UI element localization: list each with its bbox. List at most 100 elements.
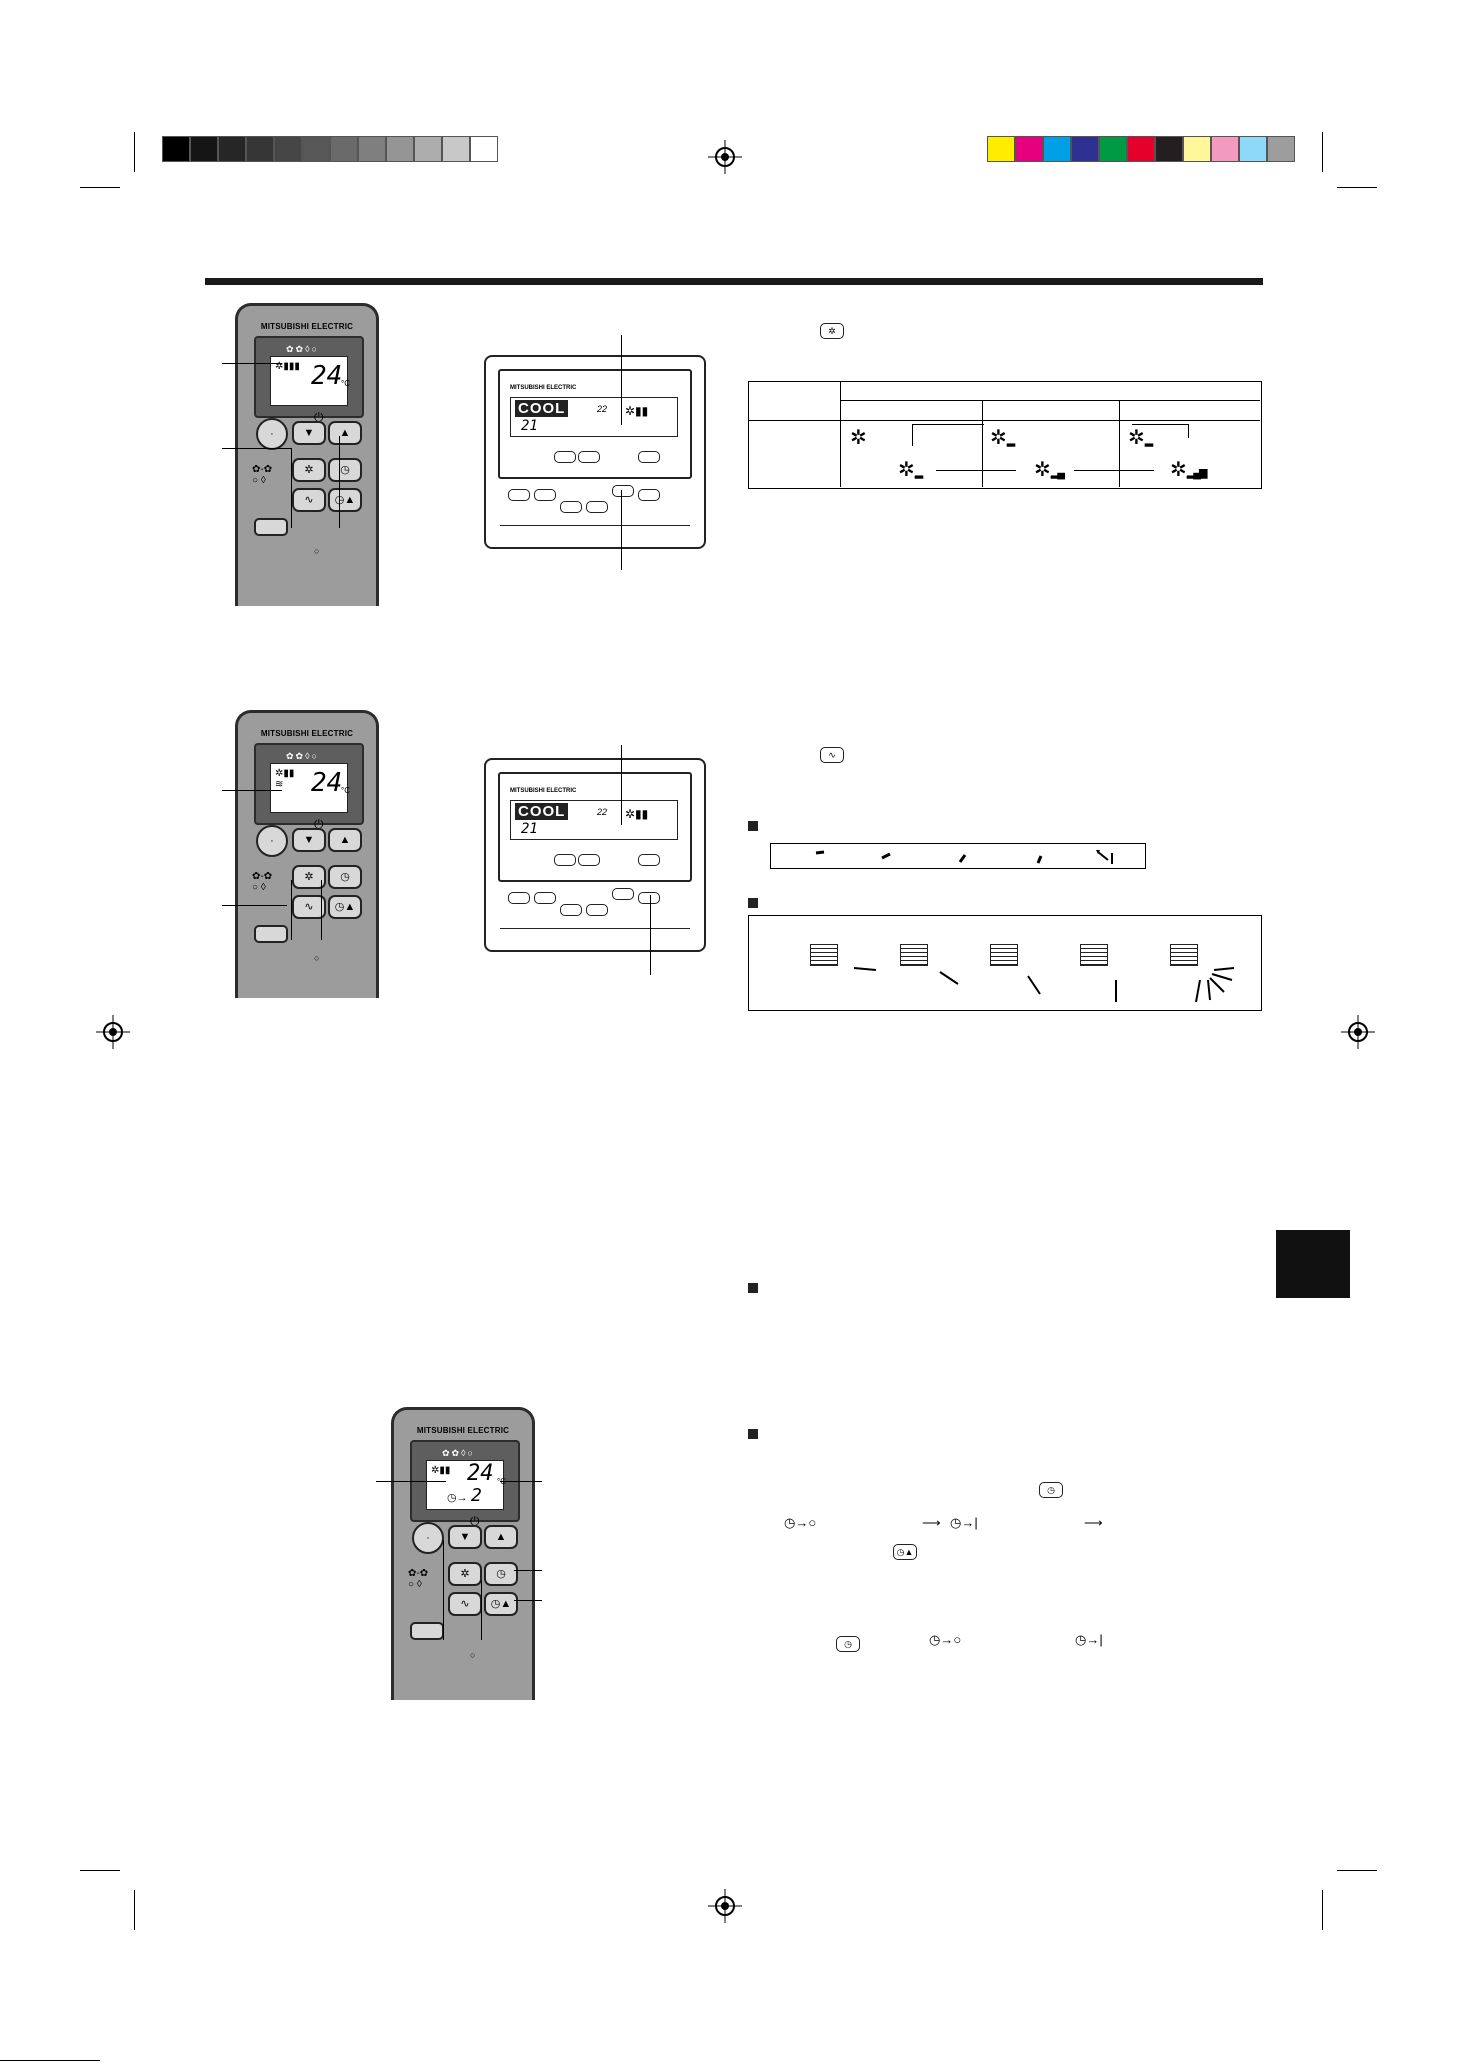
callout-line: [621, 335, 622, 425]
callout-line: [621, 490, 622, 570]
gray-swatch: [218, 136, 246, 162]
timer-button[interactable]: ◷: [484, 1562, 518, 1586]
brand-label: MITSUBISHI ELECTRIC: [260, 729, 354, 738]
vane-button[interactable]: [638, 489, 660, 501]
vane-icon: [990, 944, 1018, 966]
temp-down-button[interactable]: [554, 451, 576, 463]
vane-icon: [900, 944, 928, 966]
on-off-button[interactable]: [638, 854, 660, 866]
reset-button[interactable]: [254, 518, 288, 536]
mode-button[interactable]: [508, 892, 530, 904]
controller-face: MITSUBISHI ELECTRIC COOL 21 22 ✲▮▮: [498, 369, 692, 479]
vane-button[interactable]: ∿: [448, 1592, 482, 1616]
temp-down-button[interactable]: ▼: [292, 421, 326, 445]
table-line: [982, 400, 983, 487]
timer-button[interactable]: ◷: [328, 458, 362, 482]
mode-button[interactable]: [508, 489, 530, 501]
temp-down-button[interactable]: ▼: [448, 1525, 482, 1549]
temp-up-button[interactable]: ▲: [328, 828, 362, 852]
callout-line: [376, 1481, 446, 1482]
fan-button[interactable]: ✲: [448, 1562, 482, 1586]
mode-button[interactable]: ·: [256, 418, 288, 450]
callout-line: [222, 448, 292, 449]
reset-button[interactable]: [254, 925, 288, 943]
indicator-dot: ○: [314, 546, 320, 556]
power-icon: ⏻: [470, 1514, 480, 1528]
reset-button[interactable]: [410, 1622, 444, 1640]
color-swatch: [1099, 136, 1127, 162]
crop-mark: [134, 1890, 135, 1930]
temp-down-button[interactable]: [554, 854, 576, 866]
callout-line: [222, 363, 282, 364]
lower-buttons: [508, 886, 688, 926]
page-edge: [0, 2060, 100, 2061]
mode-button[interactable]: ·: [412, 1522, 444, 1554]
timer-button[interactable]: [534, 892, 556, 904]
callout-line: [222, 905, 287, 906]
wired-controller-vane: MITSUBISHI ELECTRIC COOL 21 22 ✲▮▮: [484, 758, 706, 952]
up-button[interactable]: [586, 501, 608, 513]
brand-label: MITSUBISHI ELECTRIC: [260, 322, 354, 331]
fan-mid-icon: ✲▂▄: [1034, 459, 1065, 481]
vane-button-icon: ∿: [820, 747, 844, 763]
arrow-right-icon: ⟶: [1084, 1515, 1103, 1530]
callout-line: [481, 1580, 482, 1640]
fan-button[interactable]: ✲: [292, 865, 326, 889]
callout-line: [514, 1570, 542, 1571]
temp-up-button[interactable]: ▲: [484, 1525, 518, 1549]
gray-swatch: [302, 136, 330, 162]
vane-button[interactable]: ∿: [292, 488, 326, 512]
mode-button[interactable]: ·: [256, 825, 288, 857]
section-bullet: [748, 821, 758, 831]
up-button[interactable]: [586, 904, 608, 916]
temp-up-button[interactable]: [578, 854, 600, 866]
down-button[interactable]: [560, 904, 582, 916]
mode-icons: ✿✿◊○: [442, 1448, 475, 1458]
on-off-button[interactable]: [638, 451, 660, 463]
timer-off-sequence-icon: ◷→○: [929, 1632, 962, 1647]
color-swatch: [1239, 136, 1267, 162]
gray-swatch: [330, 136, 358, 162]
operation-mode-icons: ✿-✿○ ◊: [408, 1568, 429, 1590]
timer-button-icon: ◷: [1039, 1482, 1063, 1498]
brand-label: MITSUBISHI ELECTRIC: [510, 788, 577, 794]
timer-up-button[interactable]: ◷▲: [484, 1592, 518, 1616]
vane-button[interactable]: ∿: [292, 895, 326, 919]
down-button[interactable]: [560, 501, 582, 513]
registration-mark-icon: [96, 1015, 130, 1049]
callout-line: [500, 1481, 542, 1482]
gray-swatch: [414, 136, 442, 162]
fan-button[interactable]: ✲: [292, 458, 326, 482]
vane-button[interactable]: [638, 892, 660, 904]
cycle-line: [912, 424, 984, 425]
power-icon: ⏻: [314, 410, 324, 424]
power-icon: ⏻: [314, 817, 324, 831]
temp-up-button[interactable]: [578, 451, 600, 463]
timer-up-button[interactable]: ◷▲: [328, 895, 362, 919]
callout-line: [650, 895, 651, 975]
gray-swatch: [274, 136, 302, 162]
lcd-screen: ✲▮▮≋ 24 °C: [270, 763, 350, 813]
wireless-remote-fan: MITSUBISHI ELECTRIC ✿✿◊○ ✲▮▮▮ 24 °C ⏻ · …: [235, 303, 379, 606]
table-line: [840, 381, 841, 487]
vane-illustration-box: [748, 915, 1262, 1011]
fan-button[interactable]: [612, 485, 634, 497]
temperature-unit: °C: [341, 379, 350, 388]
temp-down-button[interactable]: ▼: [292, 828, 326, 852]
vane-position-icons: [815, 850, 1113, 864]
controller-lcd: COOL 21 22 ✲▮▮: [510, 800, 678, 840]
color-swatch: [987, 136, 1015, 162]
timer-up-button[interactable]: ◷▲: [328, 488, 362, 512]
timer-button[interactable]: ◷: [328, 865, 362, 889]
temp-up-button[interactable]: ▲: [328, 421, 362, 445]
gray-swatch: [442, 136, 470, 162]
vane-icon: [1080, 944, 1108, 966]
lower-buttons: [508, 483, 688, 523]
fan-button[interactable]: [612, 888, 634, 900]
timer-button[interactable]: [534, 489, 556, 501]
fan-speed-icon: ✲▮▮▮: [275, 361, 300, 372]
mode-readout: COOL: [515, 400, 569, 417]
vane-icon: [1170, 944, 1198, 966]
temperature-readout: 24: [311, 768, 343, 798]
display-panel: ✿✿◊○ ✲▮▮▮ 24 °C: [254, 336, 364, 418]
